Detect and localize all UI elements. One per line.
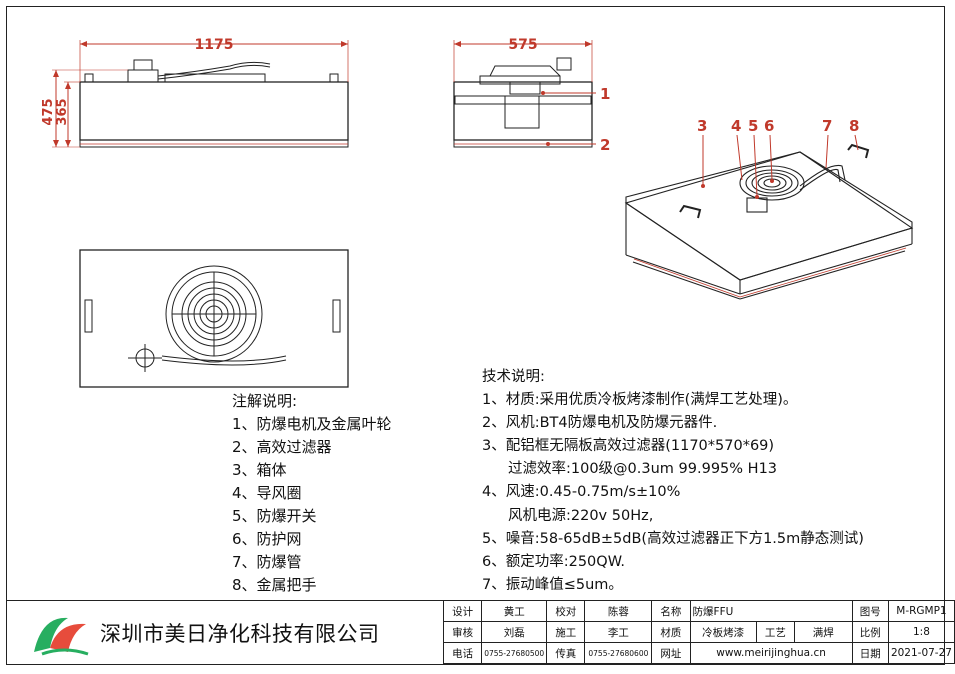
- material-value: 冷板烤漆: [689, 621, 757, 643]
- fax-value: 0755-27680600: [584, 642, 653, 664]
- tech-line: 风机电源:220v 50Hz,: [508, 507, 654, 524]
- callout-5: 5: [748, 117, 758, 135]
- tech-line: 2、风机:BT4防爆电机及防爆元器件.: [482, 415, 718, 432]
- notes-item: 4、导风圈: [232, 484, 302, 502]
- callout-2: 2: [600, 136, 610, 154]
- callout-1: 1: [600, 85, 610, 103]
- design-label: 设计: [442, 600, 483, 622]
- review-value: 刘磊: [481, 621, 548, 643]
- review-label: 审核: [442, 621, 483, 643]
- phone-value: 0755-27680500: [481, 642, 548, 664]
- front-height-dimensions: 475 365: [41, 69, 128, 148]
- notes-item: 1、防爆电机及金属叶轮: [232, 415, 392, 433]
- front-height-total-label: 475: [41, 98, 56, 125]
- company-name: 深圳市美日净化科技有限公司: [100, 622, 380, 646]
- tech-line: 7、振动峰值≤5um。: [482, 576, 623, 593]
- check-label: 校对: [546, 600, 586, 622]
- company-logo: [34, 617, 89, 656]
- phone-label: 电话: [442, 642, 483, 664]
- callout-4: 4: [731, 117, 741, 135]
- construct-label: 施工: [546, 621, 586, 643]
- tech-line: 4、风速:0.45-0.75m/s±10%: [482, 484, 681, 501]
- tech-title: 技术说明:: [482, 369, 545, 385]
- tech-line: 过滤效率:100级@0.3um 99.995% H13: [508, 461, 778, 478]
- notes-block: 注解说明: 1、防爆电机及金属叶轮 2、高效过滤器 3、箱体 4、导风圈 5、防…: [232, 390, 392, 597]
- side-callouts: 1 2: [541, 85, 610, 154]
- front-height-body-label: 365: [55, 98, 70, 125]
- tech-line: 3、配铝框无隔板高效过滤器(1170*570*69): [482, 438, 775, 455]
- isometric-view: [624, 143, 914, 300]
- site-value[interactable]: www.meirijinghua.cn: [689, 642, 853, 664]
- callout-3: 3: [697, 117, 707, 135]
- plan-view: [79, 249, 349, 388]
- notes-item: 7、防爆管: [232, 553, 302, 571]
- notes-item: 2、高效过滤器: [232, 438, 332, 456]
- iso-callouts: 3 4 5 6 7 8: [697, 117, 859, 199]
- side-width-label: 575: [508, 37, 537, 53]
- material-label: 材质: [651, 621, 691, 643]
- craft-label: 工艺: [755, 621, 796, 643]
- title-block-table: 设计 黄工 校对 陈蓉 名称 防爆FFU 图号 M-RGMP1 审核 刘磊 施工…: [442, 600, 955, 664]
- date-label: 日期: [851, 642, 889, 664]
- craft-value: 满焊: [794, 621, 853, 643]
- site-label: 网址: [651, 642, 691, 664]
- tech-block: 技术说明: 1、材质:采用优质冷板烤漆制作(满焊工艺处理)。 2、风机:BT4防…: [482, 366, 864, 597]
- check-value: 陈蓉: [584, 600, 653, 622]
- callout-6: 6: [764, 117, 774, 135]
- technical-drawing: 1175 475 365 575 1 2: [41, 37, 914, 388]
- side-view: [453, 57, 593, 148]
- notes-item: 5、防爆开关: [232, 507, 317, 525]
- front-width-label: 1175: [195, 37, 234, 53]
- front-view: [79, 59, 349, 148]
- drawing-no-label: 图号: [851, 600, 889, 622]
- scale-value: 1:8: [887, 621, 955, 643]
- scale-label: 比例: [851, 621, 889, 643]
- notes-item: 3、箱体: [232, 461, 287, 479]
- callout-7: 7: [822, 117, 832, 135]
- design-value: 黄工: [481, 600, 548, 622]
- tech-line: 6、额定功率:250QW.: [482, 553, 625, 570]
- date-value: 2021-07-27: [887, 642, 955, 664]
- tech-line: 1、材质:采用优质冷板烤漆制作(满焊工艺处理)。: [482, 392, 798, 409]
- construct-value: 李工: [584, 621, 653, 643]
- front-width-dimension: 1175: [79, 37, 349, 82]
- drawing-frame: [6, 6, 945, 665]
- tech-line: 5、噪音:58-65dB±5dB(高效过滤器正下方1.5m静态测试): [482, 530, 864, 547]
- name-value: 防爆FFU: [689, 600, 853, 622]
- fax-label: 传真: [546, 642, 586, 664]
- name-label: 名称: [651, 600, 691, 622]
- notes-item: 6、防护网: [232, 530, 302, 548]
- side-width-dimension: 575: [453, 37, 593, 82]
- drawing-no-value: M-RGMP1: [887, 600, 955, 622]
- notes-title: 注解说明:: [232, 392, 298, 410]
- callout-8: 8: [849, 117, 859, 135]
- notes-item: 8、金属把手: [232, 576, 317, 594]
